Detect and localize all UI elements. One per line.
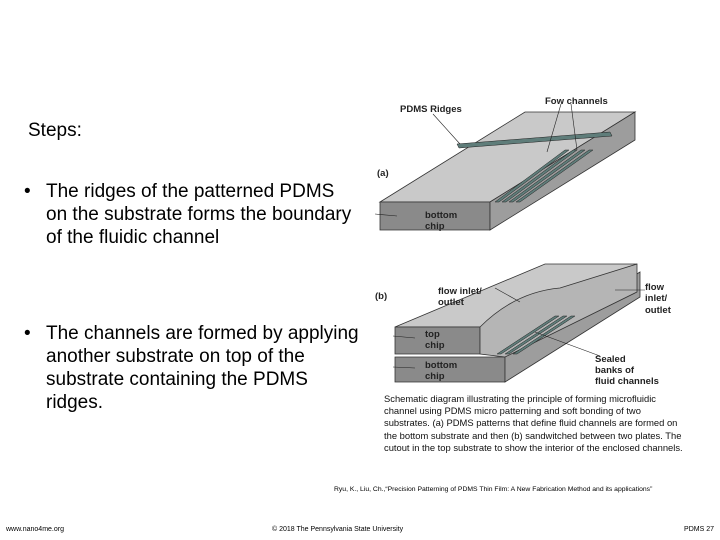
label-top-chip-2: chip <box>425 340 445 351</box>
label-bottom-chip-b-2: chip <box>425 371 445 382</box>
label-a: (a) <box>377 168 389 179</box>
steps-heading: Steps: <box>28 120 82 141</box>
leader-flow-channels-2 <box>570 103 578 151</box>
chip-b <box>392 263 645 383</box>
microfluidic-diagram: PDMS Ridges Fow channels (a) bottom chip… <box>374 96 672 387</box>
leader-flow-channels-1 <box>546 103 562 153</box>
label-flow-inlet-right-2: inlet/ <box>645 293 668 304</box>
label-b: (b) <box>375 291 387 302</box>
reference-citation: Ryu, K., Liu, Ch.,“Precision Patterning … <box>334 486 653 493</box>
label-flow-inlet-right-1: flow <box>645 282 665 293</box>
label-bottom-chip-a-2: chip <box>425 221 445 232</box>
label-flow-channels: Fow channels <box>545 96 608 107</box>
label-flow-inlet-right-3: outlet <box>645 305 672 316</box>
label-sealed-3: fluid channels <box>595 376 659 387</box>
label-top-chip-1: top <box>425 329 440 340</box>
label-pdms-ridges: PDMS Ridges <box>400 104 462 115</box>
label-flow-inlet-2: outlet <box>438 297 465 308</box>
label-sealed-1: Sealed <box>595 354 626 365</box>
bullet-list-1: The ridges of the patterned PDMS on the … <box>20 180 360 249</box>
pdms-ridge-back <box>456 131 613 149</box>
leader-top-chip <box>392 335 416 339</box>
footer-copyright: © 2018 The Pennsylvania State University <box>272 526 404 533</box>
sealed-channel-2 <box>504 315 568 355</box>
leader-flow-inlet <box>494 287 521 303</box>
bullet-ridges: The ridges of the patterned PDMS on the … <box>20 180 360 249</box>
label-flow-inlet-1: flow inlet/ <box>438 286 482 297</box>
label-bottom-chip-b-1: bottom <box>425 360 457 371</box>
leader-bottom-chip-a <box>374 213 398 217</box>
footer-page-number: PDMS 27 <box>684 526 714 533</box>
pdms-ridge-1 <box>494 149 570 203</box>
pdms-ridge-4 <box>515 149 594 203</box>
figure-caption: Schematic diagram illustrating the princ… <box>384 393 683 453</box>
leader-sealed <box>534 331 601 357</box>
sealed-channel-3 <box>512 315 576 355</box>
chip-b-cutout <box>479 263 638 358</box>
leader-pdms-ridges <box>432 113 461 145</box>
label-sealed-2: banks of <box>595 365 635 376</box>
chip-a <box>374 103 637 231</box>
leader-bottom-chip-b <box>392 366 416 369</box>
footer-website: www.nano4me.org <box>6 526 64 533</box>
bullet-channels: The channels are formed by applying anot… <box>20 322 360 414</box>
label-bottom-chip-a-1: bottom <box>425 210 457 221</box>
bullet-list-2: The channels are formed by applying anot… <box>20 322 360 414</box>
pdms-ridge-3 <box>508 149 586 203</box>
sealed-channel-1 <box>496 315 560 355</box>
